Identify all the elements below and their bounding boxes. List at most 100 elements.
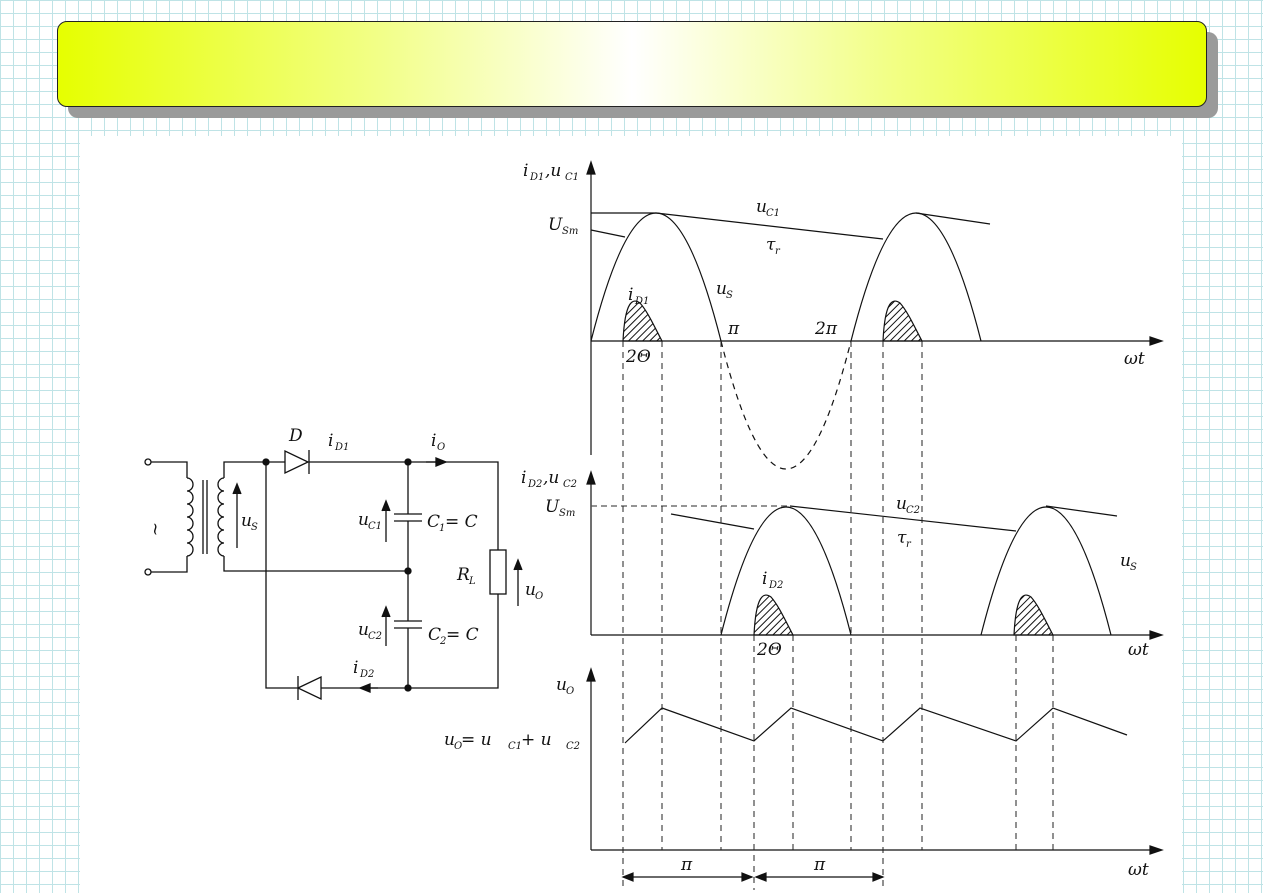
svg-text:C1: C1 <box>565 172 579 183</box>
svg-text:C: C <box>427 512 440 532</box>
circuit-diagram <box>144 449 523 701</box>
svg-text:2Θ: 2Θ <box>756 640 782 660</box>
svg-text:,u: ,u <box>545 161 561 181</box>
svg-text:π: π <box>680 855 693 875</box>
svg-text:D2: D2 <box>527 479 542 490</box>
svg-text:D1: D1 <box>634 296 649 307</box>
svg-text:C1: C1 <box>368 521 382 532</box>
svg-text:,u: ,u <box>543 468 559 488</box>
graph1-us-negative-dashed <box>720 340 852 470</box>
svg-text:= C: = C <box>445 512 478 532</box>
svg-text:D1: D1 <box>529 172 544 183</box>
svg-text:D2: D2 <box>359 669 374 680</box>
svg-text:O: O <box>566 686 574 697</box>
svg-text:R: R <box>456 565 470 585</box>
ac-source-symbol: ~ <box>145 522 165 536</box>
svg-text:+ u: + u <box>521 730 552 750</box>
vertical-guides <box>622 341 1054 890</box>
label-D: D <box>288 426 303 446</box>
svg-text:O: O <box>437 442 445 453</box>
svg-text:Sm: Sm <box>562 226 578 237</box>
svg-text:O: O <box>454 741 462 752</box>
svg-text:C2: C2 <box>906 505 920 516</box>
svg-text:ωt: ωt <box>1128 860 1149 880</box>
svg-text:u: u <box>358 510 369 530</box>
svg-text:u: u <box>556 675 567 695</box>
svg-text:2Θ: 2Θ <box>625 347 651 367</box>
svg-text:u: u <box>444 730 455 750</box>
svg-text:τ: τ <box>897 528 907 548</box>
graph1-id1-pulse-1 <box>622 300 664 342</box>
svg-text:Sm: Sm <box>559 508 575 519</box>
resistor-RL <box>489 549 507 595</box>
svg-text:ωt: ωt <box>1128 640 1149 660</box>
svg-text:D2: D2 <box>768 580 783 591</box>
transformer-primary <box>186 477 194 557</box>
svg-text:i: i <box>523 161 528 181</box>
graph2-id2-pulse-2 <box>1013 594 1055 636</box>
graph-3 <box>586 667 1164 882</box>
input-terminal-bottom <box>144 568 152 576</box>
svg-text:S: S <box>726 290 733 301</box>
graph1-uc1-right <box>915 212 991 225</box>
svg-text:1: 1 <box>439 523 445 534</box>
transformer-secondary <box>217 477 225 557</box>
input-terminal-top <box>144 458 152 466</box>
diode-D1 <box>284 449 310 475</box>
svg-text:C2: C2 <box>566 741 580 752</box>
svg-text:τ: τ <box>766 235 776 255</box>
svg-text:u: u <box>525 580 536 600</box>
svg-text:= C: = C <box>446 625 479 645</box>
svg-text:i: i <box>762 569 767 589</box>
svg-text:u: u <box>896 494 907 514</box>
svg-text:U: U <box>545 497 560 517</box>
graph2-us-wave-2 <box>980 506 1112 636</box>
svg-text:O: O <box>535 591 543 602</box>
svg-text:C2: C2 <box>368 631 382 642</box>
svg-text:= u: = u <box>461 730 492 750</box>
svg-text:2: 2 <box>439 636 446 647</box>
graph-2-labels: i D2 ,u C2 U Sm u C2 τ r i D2 u S 2Θ ωt <box>521 468 1149 660</box>
svg-text:π: π <box>813 855 826 875</box>
graph2-us-wave-1 <box>720 506 852 636</box>
graph-1-labels: i D1 ,u C1 U Sm u C1 τ r i D1 u S π 2π 2… <box>523 161 1145 369</box>
graph-3-labels: u O u O = u C1 + u C2 π π ωt <box>444 675 1149 880</box>
svg-text:r: r <box>775 246 781 257</box>
graph-1 <box>586 160 1164 470</box>
graph1-us-wave-1 <box>590 212 722 342</box>
svg-text:u: u <box>1120 551 1131 571</box>
svg-text:L: L <box>468 576 476 587</box>
svg-text:i: i <box>328 431 333 451</box>
graph2-uc2-decay <box>789 505 1017 532</box>
graph3-uo-ripple <box>624 707 1128 744</box>
graph2-uc2-left <box>670 513 755 530</box>
svg-text:C1: C1 <box>766 208 780 219</box>
svg-text:ωt: ωt <box>1124 349 1145 369</box>
graph1-uc1-left <box>590 229 626 238</box>
title-bar <box>57 21 1207 107</box>
content-area <box>80 136 1182 893</box>
graph1-us-wave-2 <box>850 212 982 342</box>
svg-text:i: i <box>353 658 358 678</box>
graph2-id2-pulse-1 <box>753 594 795 636</box>
svg-text:D1: D1 <box>334 442 349 453</box>
svg-text:u: u <box>358 620 369 640</box>
svg-text:i: i <box>431 431 436 451</box>
circuit-labels: D i D1 i O u S u C1 C 1 = C R L u O u C2… <box>145 426 543 680</box>
graph-2 <box>586 470 1164 640</box>
svg-text:π: π <box>727 319 740 339</box>
graph2-uc2-right <box>1045 505 1118 517</box>
svg-text:r: r <box>906 539 912 550</box>
svg-text:C1: C1 <box>508 741 522 752</box>
svg-text:i: i <box>521 468 526 488</box>
svg-text:u: u <box>716 279 727 299</box>
svg-text:C: C <box>428 625 441 645</box>
graph1-uc1-decay <box>655 212 884 240</box>
diode-D2 <box>296 675 322 701</box>
svg-text:u: u <box>756 197 767 217</box>
svg-text:2π: 2π <box>814 319 838 339</box>
svg-text:U: U <box>548 215 563 235</box>
svg-text:u: u <box>241 511 252 531</box>
graph1-id1-pulse-2 <box>882 300 924 342</box>
